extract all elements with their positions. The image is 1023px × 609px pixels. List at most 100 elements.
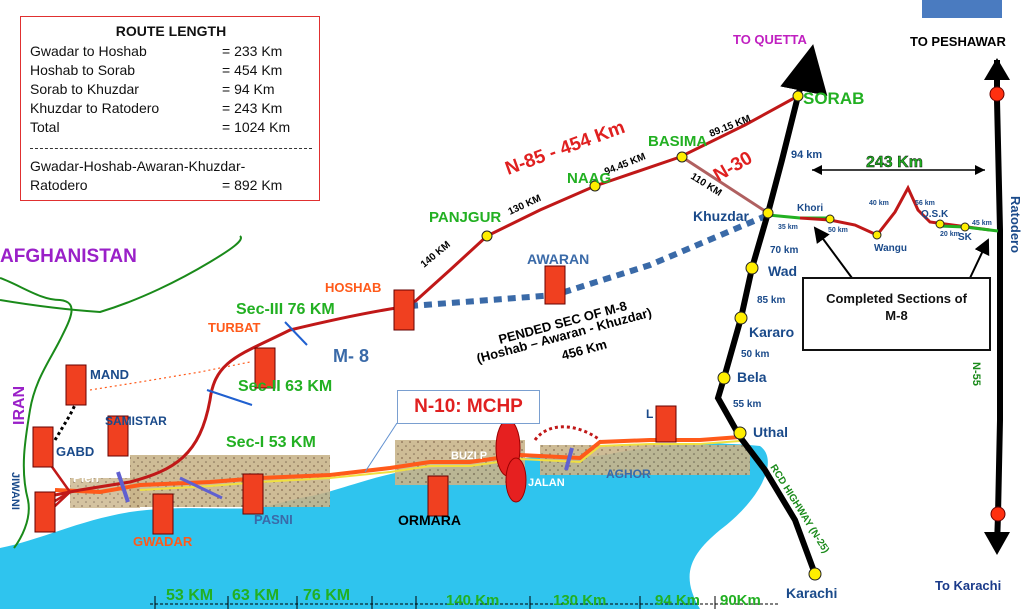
awaran-marker [544, 265, 566, 305]
node-khuzdar [762, 207, 774, 219]
scale-140: 140 Km [446, 592, 499, 609]
n25-road [714, 59, 818, 576]
to-peshawar-label: TO PESHAWAR [910, 34, 1006, 49]
completed-line1: Completed Sections of [826, 291, 967, 306]
route-row-label: Hoshab to Sorab [30, 62, 136, 78]
node-n55-north [989, 86, 1005, 102]
place-sorab: SORAB [803, 89, 864, 108]
node-khori [825, 214, 835, 224]
route-length-title: ROUTE LENGTH [115, 23, 227, 39]
place-ratodero: Ratodero [1008, 196, 1023, 253]
mchp-marker [505, 457, 527, 503]
place-awaran: AWARAN [527, 251, 589, 267]
completed-line2: M-8 [885, 308, 908, 323]
bottom-scale [150, 596, 780, 609]
route-row-value: = 1024 Km [222, 119, 291, 135]
route-footer-label: Ratodero [30, 177, 88, 193]
scale-63: 63 KM [232, 587, 279, 604]
route-footer-line1: Gwadar-Hoshab-Awaran-Khuzdar- [30, 158, 246, 174]
rcd-dist-55: 55 km [733, 399, 761, 410]
route-row-label: Total [30, 119, 60, 135]
m8-east-total: 243 Km [866, 154, 923, 171]
route-length-panel: ROUTE LENGTH Gwadar to Hoshab = 233 Km H… [20, 16, 320, 201]
coastal-terrain [540, 445, 750, 475]
n85-dist-1: 140 KM [419, 239, 453, 270]
scale-130: 130 Km [553, 592, 606, 609]
callout-line [364, 422, 398, 473]
ratodero-nodes [989, 86, 1006, 522]
n85-road [408, 94, 799, 308]
place-kararo: Kararo [749, 324, 794, 340]
place-turbat: TURBAT [208, 320, 261, 335]
scale-94: 94 Km [655, 592, 700, 609]
n55-road [994, 60, 1003, 546]
n55-label: N-55 [970, 362, 982, 386]
place-wad: Wad [768, 263, 797, 279]
rcd-dist-70: 70 km [770, 245, 798, 256]
node-n55-south [990, 506, 1006, 522]
section-tick [284, 321, 308, 346]
route-divider [30, 148, 312, 149]
node-kararo [734, 311, 748, 325]
rcd-label: RCD HIGHWAY (N-25) [767, 463, 831, 556]
m8-completed-green [767, 213, 830, 220]
samistar-marker [107, 415, 129, 457]
n85-dist-2: 130 KM [507, 193, 543, 218]
place-samistar: SAMISTAR [105, 414, 167, 428]
place-aghor: AGHOR [606, 467, 651, 481]
arrow-down-icon [984, 532, 1010, 555]
arrow-left-icon [812, 165, 822, 175]
scale-76: 76 KM [303, 587, 350, 604]
pasni-marker [242, 473, 264, 515]
place-liari: L [646, 407, 653, 421]
place-qsk: Q.S.K [921, 209, 949, 220]
node-qsk [935, 219, 945, 229]
route-row-value: = 94 Km [222, 81, 275, 97]
afghan-border [0, 235, 242, 314]
place-jiwani: JIWANI [9, 472, 21, 510]
m8-dist-50: 50 km [828, 227, 848, 234]
place-jalan: JALAN [528, 477, 565, 489]
gabd-marker [32, 426, 54, 468]
scale-90: 90Km [720, 592, 761, 609]
section-tick [179, 476, 223, 500]
corner-tab [922, 0, 1002, 18]
to-quetta-label: TO QUETTA [733, 32, 808, 47]
node-bela [717, 371, 731, 385]
mchp-dotted-arc [533, 425, 601, 442]
node-uthal [733, 426, 747, 440]
callout-arrow [969, 238, 990, 279]
place-panjgur: PANJGUR [429, 209, 501, 226]
arabian-sea [0, 443, 768, 609]
node-karachi [808, 567, 822, 581]
completed-sections-box: Completed Sections of M-8 [802, 277, 991, 351]
node-wangu [872, 230, 882, 240]
iran-label: IRAN [11, 386, 28, 425]
khuzdar-sorab-distance: 94 km [791, 149, 822, 161]
m8-dist-20: 20 km [940, 231, 960, 238]
m8-dist-56: 56 km [915, 200, 935, 207]
place-buzi: BUZI P [451, 450, 487, 462]
m8-completed-red [799, 184, 991, 237]
ormara-marker [427, 475, 449, 517]
n10-coastal-road [54, 435, 741, 495]
node-naag [589, 180, 601, 192]
place-hoshab: HOSHAB [325, 280, 381, 295]
route-row-value: = 233 Km [222, 43, 283, 59]
place-khori: Khori [797, 203, 823, 214]
arrow-right-icon [975, 165, 985, 175]
route-row-label: Gwadar to Hoshab [30, 43, 147, 59]
m8-dist-35: 35 km [778, 224, 798, 231]
sec2-label: Sec-II 63 KM [238, 378, 332, 395]
place-wangu: Wangu [874, 243, 907, 254]
to-quetta-arrow [780, 44, 828, 96]
m8-label: M- 8 [333, 346, 369, 366]
place-pasni: PASNI [254, 512, 293, 527]
node-wad [745, 261, 759, 275]
node-sorab [792, 90, 804, 102]
place-gabd: GABD [56, 444, 94, 459]
iran-border [0, 277, 73, 549]
m8-dist-45: 45 km [972, 220, 992, 227]
place-bela: Bela [737, 369, 767, 385]
